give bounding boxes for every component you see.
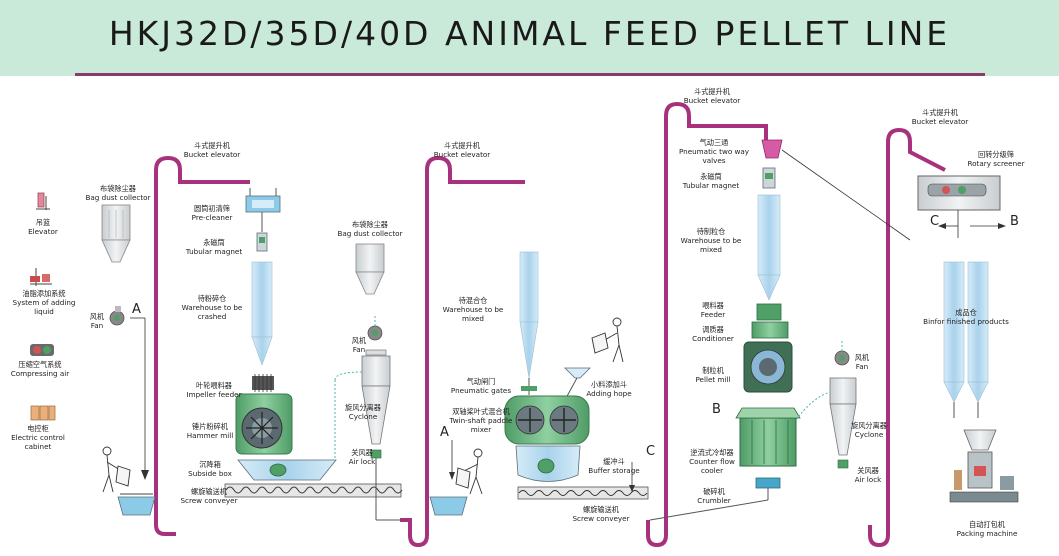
bag-dust-collector-1	[101, 204, 131, 263]
screw-conveyor-2	[517, 486, 649, 500]
subside-box	[237, 459, 337, 481]
rotary-screener	[917, 175, 1001, 211]
letter-b-2: B	[1010, 214, 1019, 229]
letter-b-1: B	[712, 402, 721, 417]
title-underline	[75, 73, 985, 76]
letter-a-2: A	[440, 425, 449, 440]
compressing-air-icon	[30, 344, 54, 356]
pre-cleaner	[245, 188, 281, 213]
letter-c-1: C	[646, 444, 656, 459]
title-banner	[0, 0, 1059, 76]
conditioner	[751, 321, 789, 339]
cyclone-1	[361, 349, 391, 445]
worker-2	[591, 317, 624, 363]
tubular-magnet-2	[762, 167, 776, 189]
fan-3	[834, 340, 850, 366]
pneumatic-two-way-valve	[761, 139, 911, 241]
page-title: HKJ32D/35D/40D ANIMAL FEED PELLET LINE	[108, 14, 951, 53]
twin-shaft-paddle-mixer	[504, 395, 590, 445]
pneumatic-gates	[521, 386, 537, 391]
counter-flow-cooler	[735, 407, 801, 467]
warehouse-to-be-pelleted-silo	[757, 194, 781, 301]
cyclone-2	[829, 377, 857, 456]
air-lock-1	[370, 449, 402, 521]
bag-dust-collector-2	[355, 243, 385, 295]
control-cabinet-icon	[30, 405, 56, 421]
screw-conveyor-1	[224, 483, 403, 498]
elevator-icon	[36, 192, 50, 210]
warehouse-to-be-crushed-silo	[251, 261, 273, 366]
packing-machine	[949, 429, 1019, 503]
intake-hopper-2	[429, 496, 468, 516]
fan-2	[367, 316, 383, 341]
tubular-magnet-1	[256, 232, 268, 252]
bucket-elevator-1	[154, 155, 250, 536]
intake-hopper-1	[117, 493, 156, 516]
letter-c-2: C	[930, 214, 940, 229]
fan-1	[109, 306, 125, 326]
pellet-mill	[743, 341, 793, 393]
crumbler	[649, 477, 781, 521]
buffer-storage	[515, 445, 581, 482]
warehouse-to-be-mixed-silo-1	[519, 251, 539, 379]
hammer-mill	[235, 393, 293, 455]
feeder	[756, 303, 782, 321]
bucket-elevator-2	[400, 155, 525, 548]
bucket-elevator-4	[868, 127, 946, 548]
impeller-feeder	[252, 374, 274, 392]
letter-a-1: A	[132, 302, 141, 317]
worker-3	[455, 448, 483, 495]
air-lock-2	[837, 459, 849, 469]
finished-products-silo	[943, 261, 989, 403]
bucket-elevator-3	[646, 101, 768, 548]
worker-1	[102, 446, 131, 493]
adding-hopper	[564, 367, 591, 399]
adding-liquid-icon	[30, 268, 52, 286]
